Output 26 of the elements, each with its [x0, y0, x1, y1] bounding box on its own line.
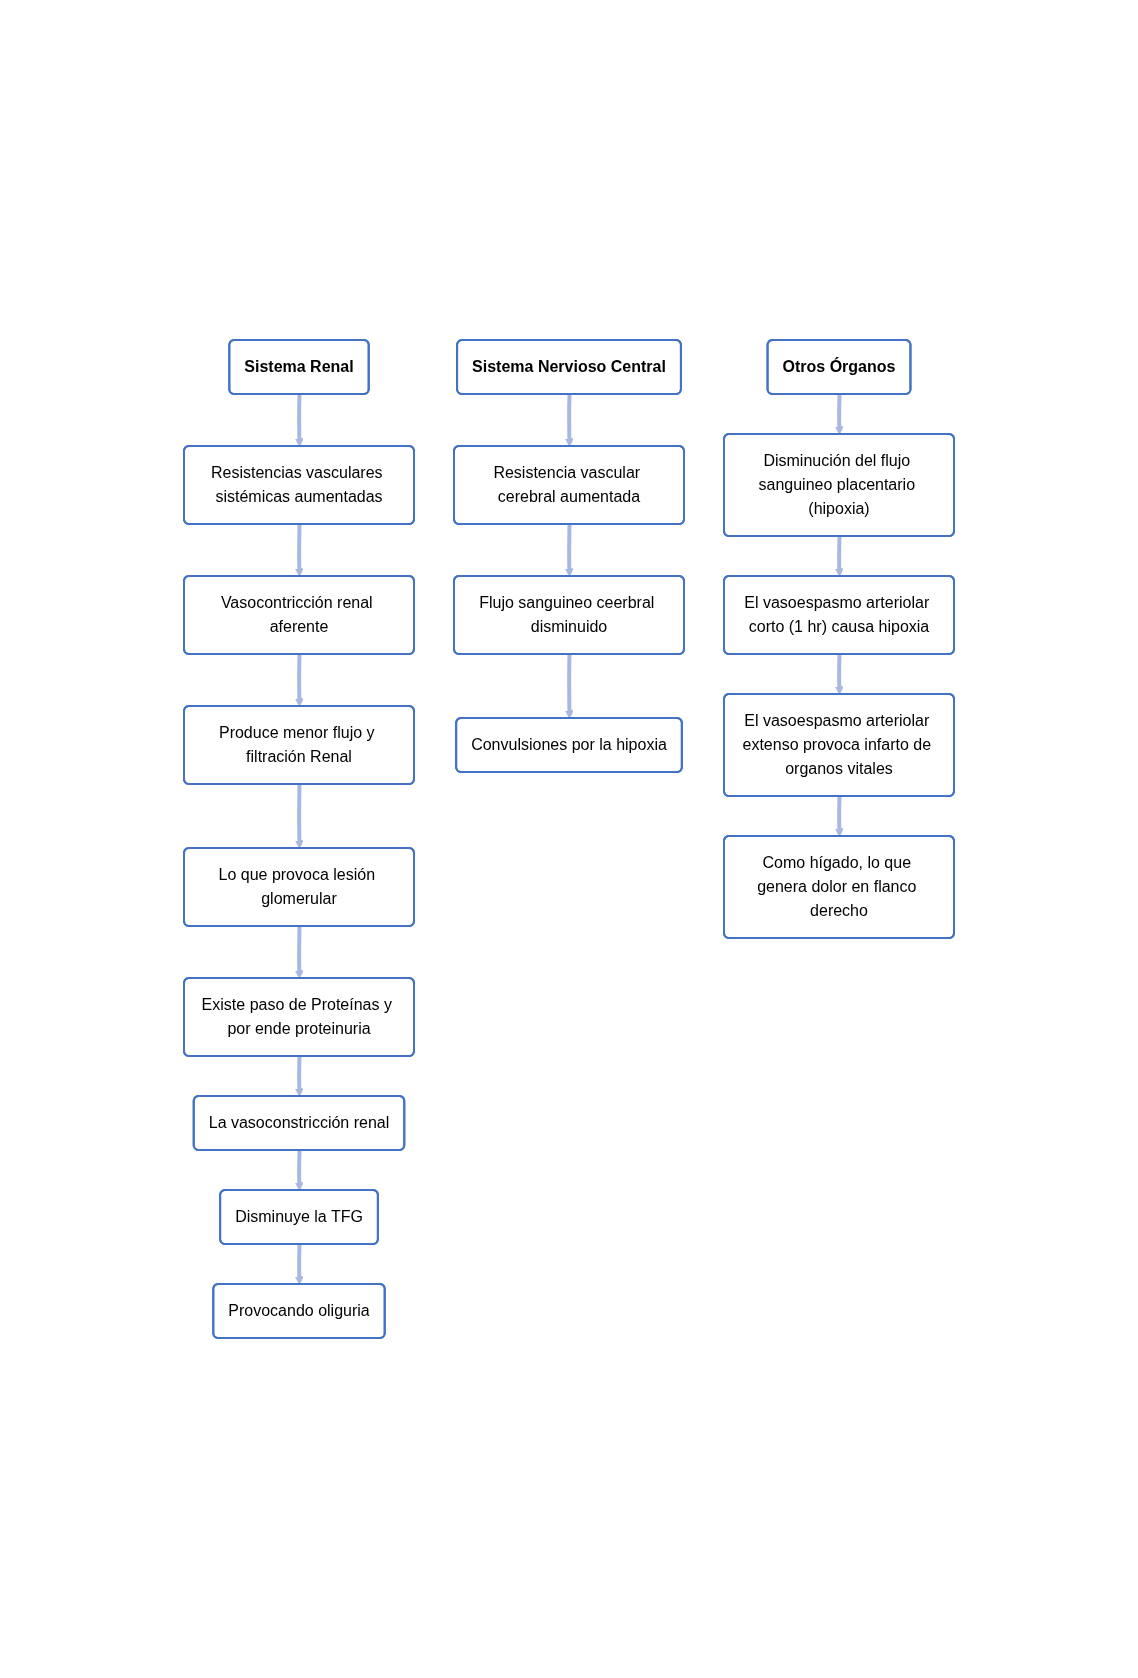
arrow: [565, 394, 574, 447]
arrow: [834, 796, 844, 837]
arrow: [294, 524, 304, 577]
node-text: El vasoespasmo arteriolar corto (1 hr) causa hipoxia: [744, 594, 930, 635]
arrow: [834, 654, 844, 695]
arrow: [295, 394, 304, 447]
arrow: [295, 784, 304, 849]
node-text: El vasoespasmo arteriolar extenso provoca infarto de organos vitales: [742, 712, 932, 777]
node-text: Disminución del flujo sanguineo placentario (hipoxia): [758, 452, 916, 517]
node-text: Resistencias vasculares sistémicas aumentadas: [210, 464, 383, 505]
arrow: [294, 1056, 304, 1097]
arrow: [294, 1150, 304, 1191]
node-text: Lo que provoca lesión glomerular: [218, 866, 376, 907]
node-text: Vasocontricción renal aferente: [220, 594, 373, 635]
arrow: [294, 1244, 304, 1285]
arrow: [565, 654, 574, 719]
arrow: [294, 926, 304, 979]
node-text: Flujo sanguineo ceerbral disminuido: [479, 594, 655, 635]
arrow: [295, 654, 304, 707]
node-text: Existe paso de Proteínas y por ende proteinuria: [201, 996, 392, 1037]
node-text: Produce menor flujo y filtración Renal: [218, 724, 375, 765]
arrow: [564, 524, 574, 577]
arrow: [834, 394, 844, 435]
node-text: Como hígado, lo que genera dolor en flanco derecho: [757, 854, 917, 919]
node-text: Resistencia vascular cerebral aumentada: [493, 464, 641, 505]
arrow: [834, 536, 844, 577]
